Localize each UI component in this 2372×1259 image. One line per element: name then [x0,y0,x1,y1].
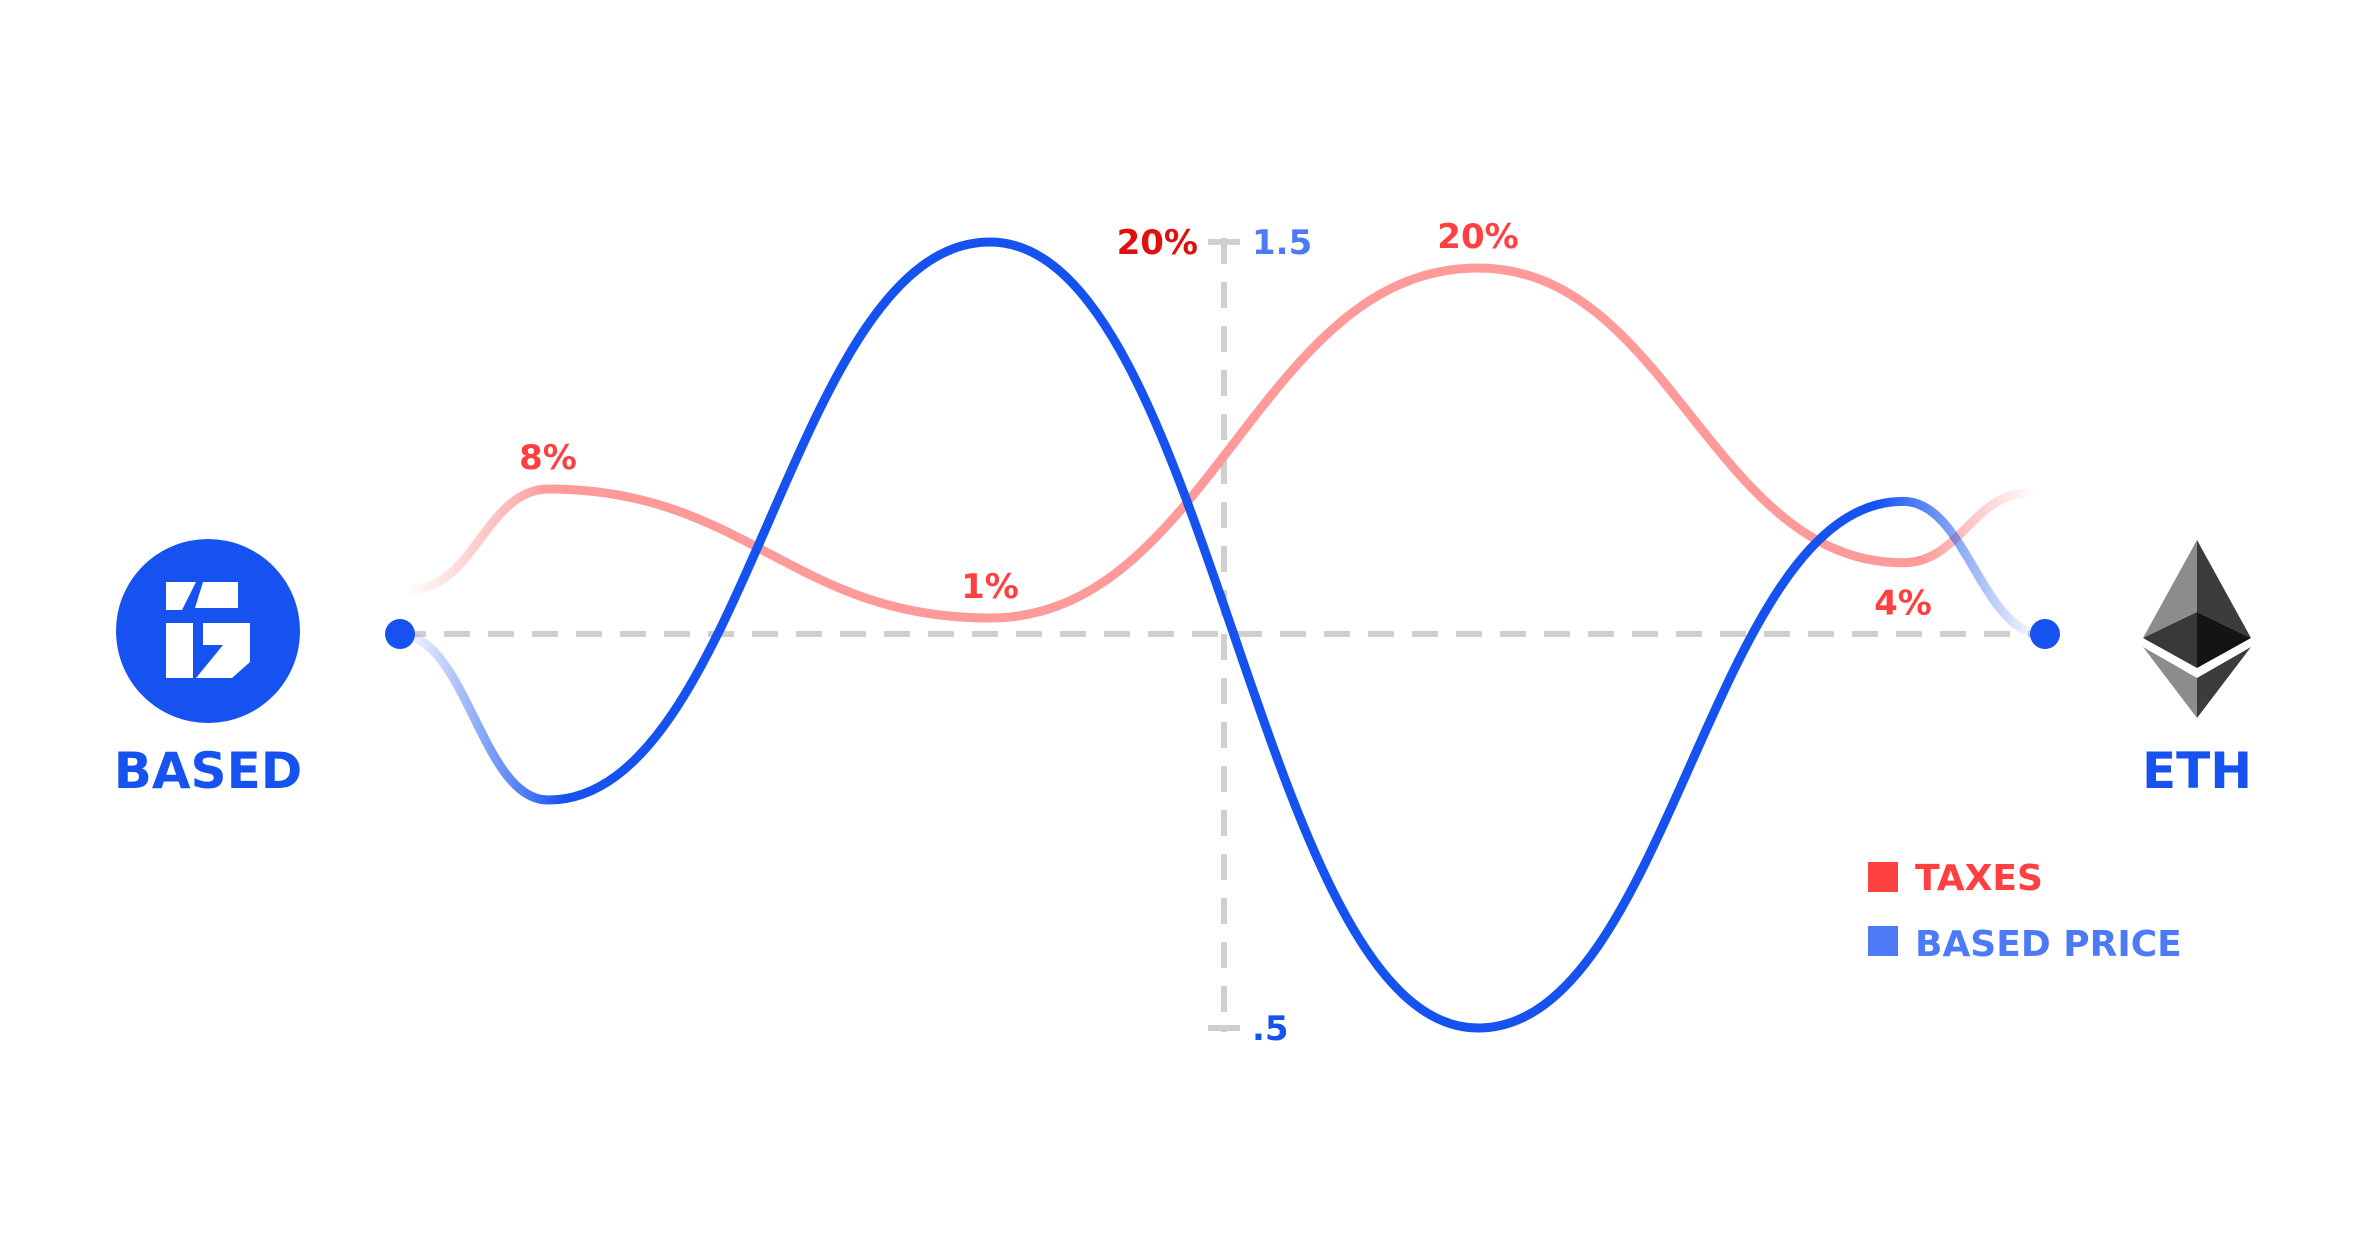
end-point-dot [2030,619,2060,649]
ethereum-logo-icon [2143,540,2251,718]
price-axis-bottom-label: .5 [1252,1009,1289,1049]
tax-data-label: 4% [1874,584,1932,624]
legend: TAXES BASED PRICE [1868,858,2182,965]
based-logo-icon [116,539,300,723]
legend-label-price: BASED PRICE [1915,924,2182,965]
tax-data-label: 8% [519,438,577,478]
legend-swatch-price [1868,926,1898,956]
start-point-dot [385,619,415,649]
tax-axis-top-label: 20% [1117,223,1198,263]
price-series-line [395,237,2050,1033]
tax-data-label: 20% [1437,217,1518,257]
legend-swatch-taxes [1868,862,1898,892]
price-axis-top-label: 1.5 [1252,223,1312,263]
legend-label-taxes: TAXES [1915,858,2043,899]
tax-series-line [407,263,2035,623]
right-token-name: ETH [2142,742,2252,800]
tax-data-label: 1% [961,567,1019,607]
left-token-name: BASED [114,742,302,800]
